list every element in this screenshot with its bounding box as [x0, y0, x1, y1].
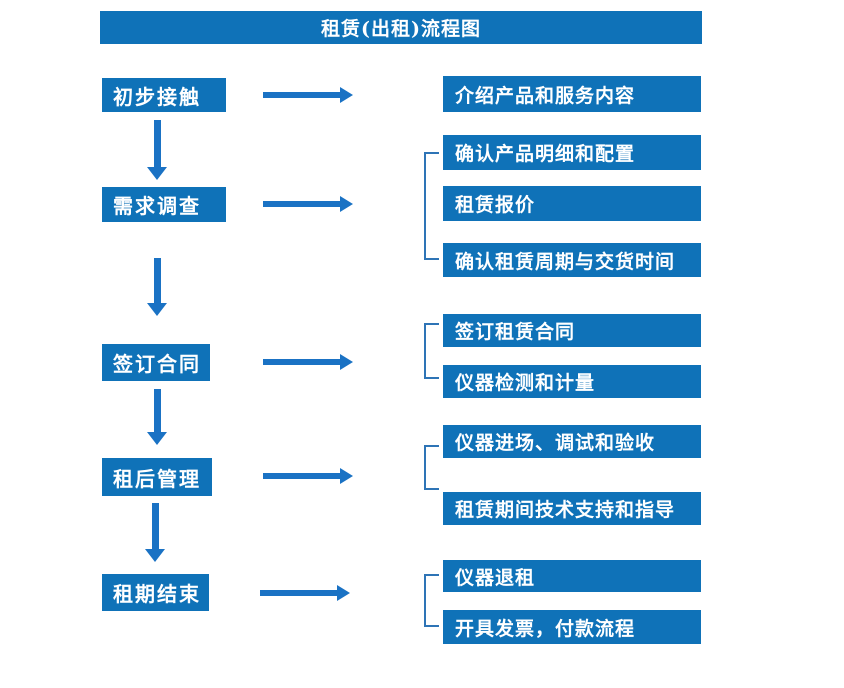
detail-box-instrument-testing: 仪器检测和计量 [443, 365, 701, 398]
detail-box-instrument-setup: 仪器进场、调试和验收 [443, 425, 701, 458]
bracket-demand-survey-icon [424, 152, 439, 260]
right-arrow-2-icon [263, 196, 353, 212]
detail-box-introduce-products: 介绍产品和服务内容 [443, 76, 701, 112]
right-arrow-4-icon [263, 468, 353, 484]
step-box-demand-survey: 需求调查 [102, 187, 226, 222]
down-arrow-3-icon [147, 389, 167, 445]
step-box-sign-contract: 签订合同 [102, 344, 210, 381]
down-arrow-2-icon [147, 258, 167, 316]
detail-box-sign-rental-contract: 签订租赁合同 [443, 314, 701, 347]
right-arrow-1-icon [263, 87, 353, 103]
detail-box-tech-support: 租赁期间技术支持和指导 [443, 492, 701, 525]
down-arrow-1-icon [147, 120, 167, 180]
detail-box-confirm-period: 确认租赁周期与交货时间 [443, 243, 701, 277]
page-title: 租赁(出租)流程图 [100, 11, 702, 44]
detail-box-instrument-return: 仪器退租 [443, 560, 701, 592]
step-box-rental-end: 租期结束 [102, 574, 209, 611]
bracket-post-rental-icon [424, 445, 439, 490]
bracket-rental-end-icon [424, 574, 439, 627]
detail-box-rental-quote: 租赁报价 [443, 186, 701, 221]
detail-box-invoice-payment: 开具发票，付款流程 [443, 610, 701, 644]
right-arrow-5-icon [260, 585, 350, 601]
step-box-post-rental: 租后管理 [102, 458, 212, 496]
right-arrow-3-icon [263, 354, 353, 370]
down-arrow-4-icon [145, 503, 165, 562]
detail-box-confirm-product-spec: 确认产品明细和配置 [443, 135, 701, 170]
step-box-initial-contact: 初步接触 [102, 78, 226, 112]
bracket-sign-contract-icon [424, 323, 439, 379]
